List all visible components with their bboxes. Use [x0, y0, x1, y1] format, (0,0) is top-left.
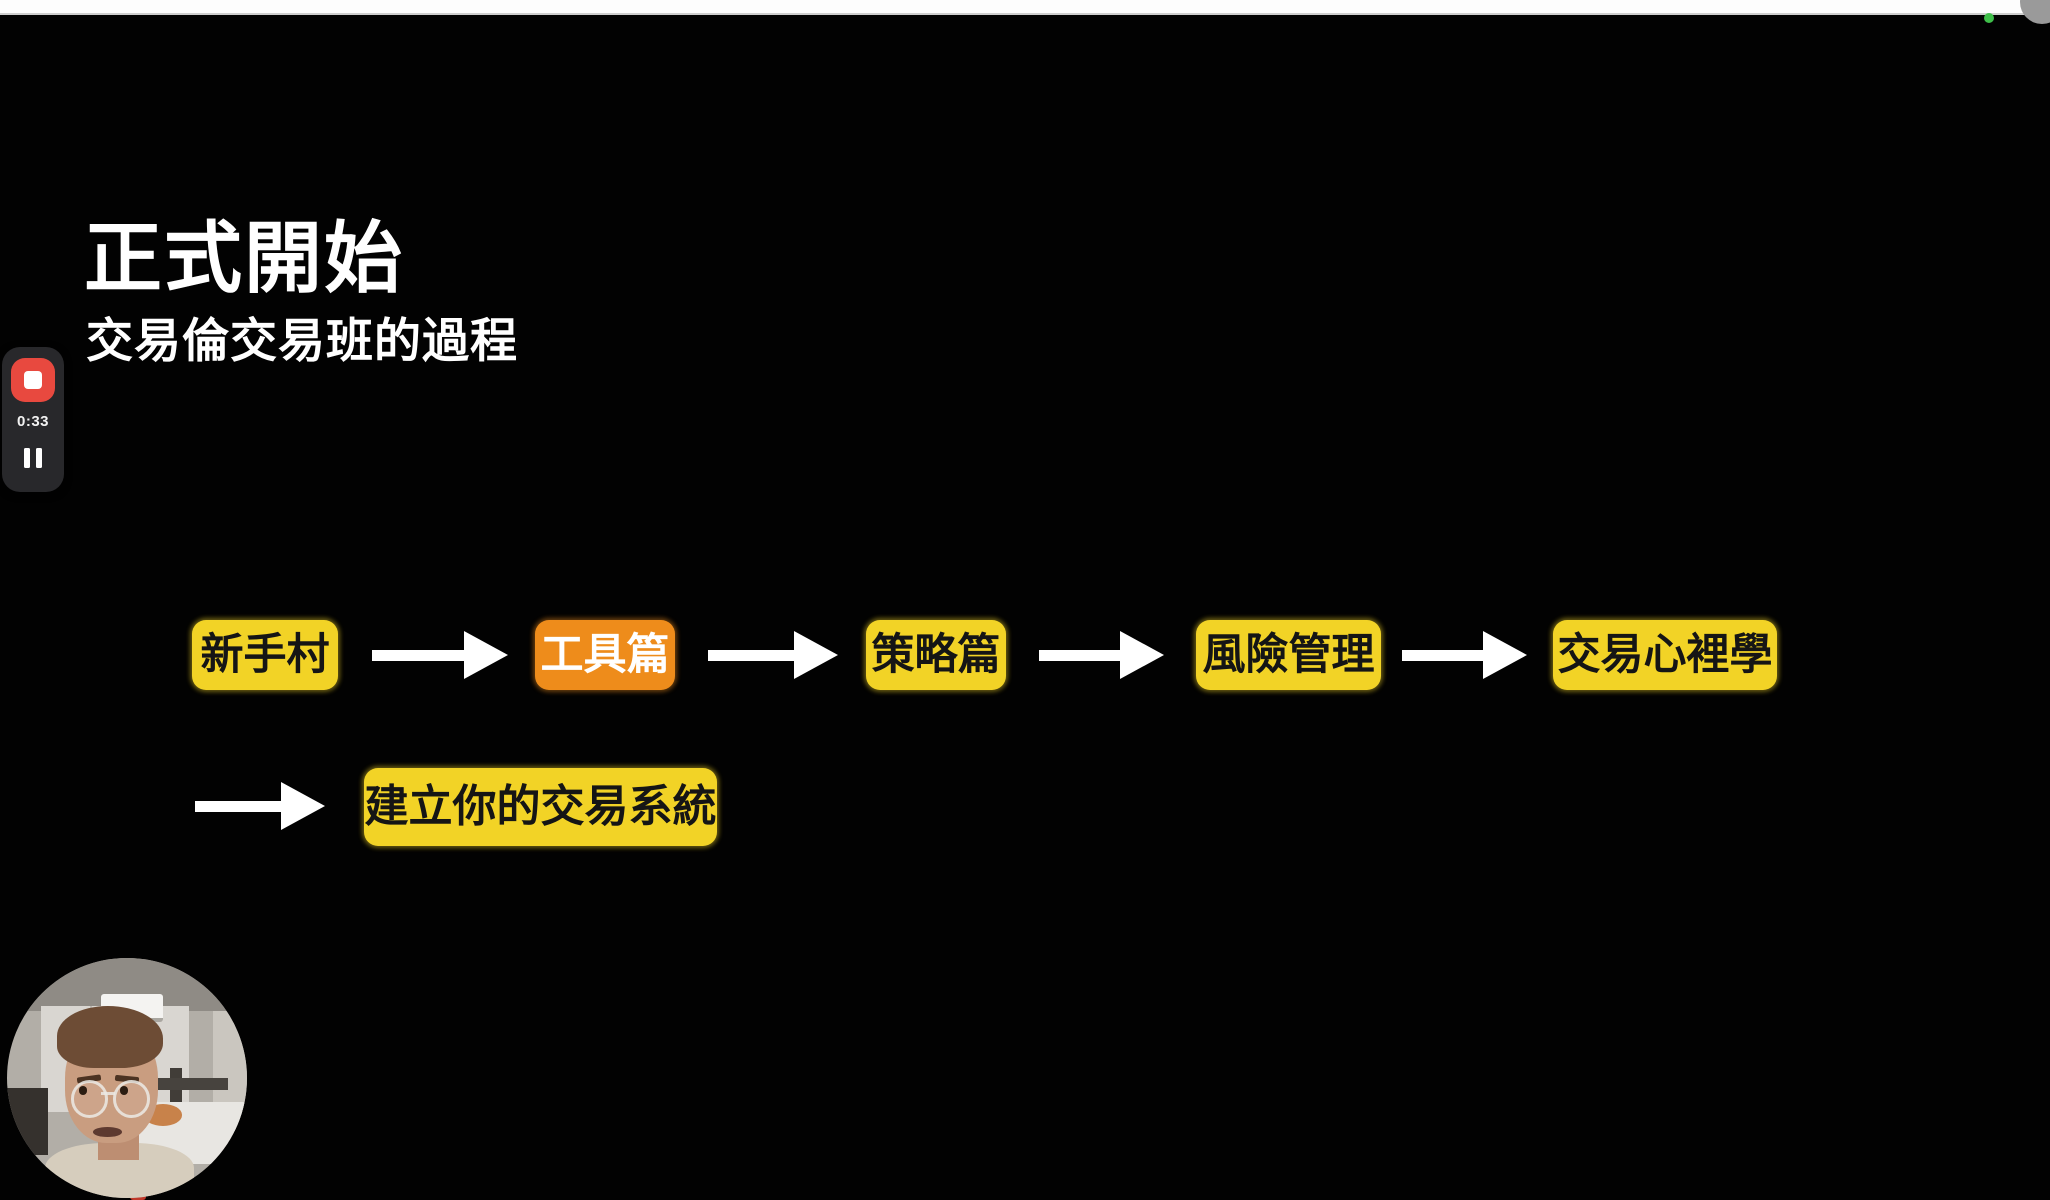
pause-recording-button[interactable]: [2, 443, 64, 473]
flow-step-trading-psychology: 交易心裡學: [1553, 620, 1777, 690]
arrow-right-icon: [1039, 631, 1164, 679]
recording-timer: 0:33: [16, 413, 50, 430]
flow-step-strategy: 策略篇: [866, 620, 1006, 690]
stop-icon: [24, 371, 42, 389]
avatar-corner: [2020, 0, 2050, 24]
webcam-overlay[interactable]: [7, 958, 247, 1198]
flow-step-risk-management: 風險管理: [1196, 620, 1381, 690]
status-green-dot: [1984, 13, 1994, 23]
flow-step-build-trading-system: 建立你的交易系統: [364, 768, 717, 846]
glasses: [70, 1080, 108, 1118]
pause-icon: [24, 448, 30, 468]
arrow-right-icon: [195, 782, 325, 830]
presenter-hair: [57, 1006, 163, 1069]
arrow-right-icon: [372, 631, 508, 679]
stop-recording-button[interactable]: [11, 358, 55, 402]
recording-widget: 0:33: [2, 347, 64, 492]
arrow-right-icon: [708, 631, 838, 679]
page-title: 正式開始: [84, 214, 405, 302]
arrow-right-icon: [1402, 631, 1527, 679]
flow-step-newbie-village: 新手村: [192, 620, 338, 690]
page-subtitle: 交易倫交易班的過程: [86, 314, 518, 367]
top-bar: [0, 0, 2050, 24]
flow-step-tools: 工具篇: [535, 620, 675, 690]
nightstand: [7, 1087, 48, 1155]
